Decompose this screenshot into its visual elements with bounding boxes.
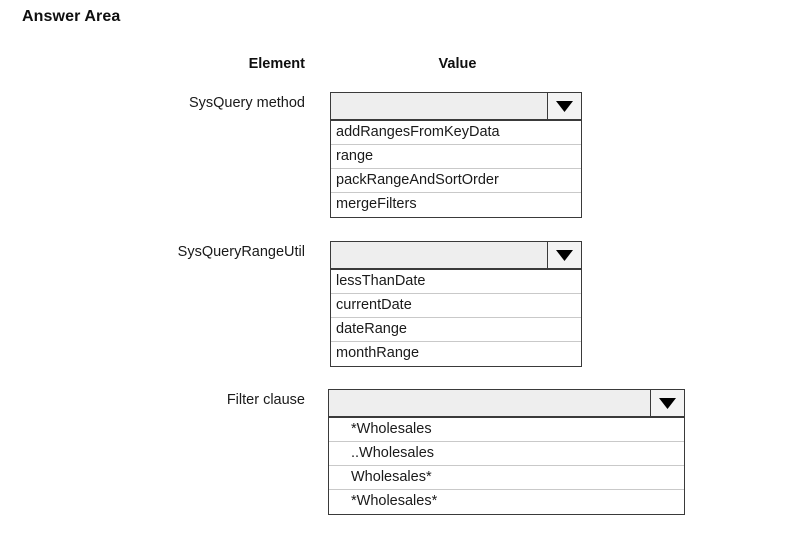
option-item[interactable]: monthRange (331, 342, 581, 366)
dropdown-sysqueryrangeutil[interactable] (330, 241, 582, 269)
chevron-down-icon[interactable] (547, 242, 581, 268)
dropdown-filter-clause-options[interactable]: *Wholesales ..Wholesales Wholesales* *Wh… (328, 417, 685, 515)
option-item[interactable]: currentDate (331, 294, 581, 318)
dropdown-sysquery-method[interactable] (330, 92, 582, 120)
option-item[interactable]: *Wholesales* (329, 490, 684, 514)
option-item[interactable]: Wholesales* (329, 466, 684, 490)
chevron-down-icon[interactable] (547, 93, 581, 119)
page-title: Answer Area (22, 8, 121, 25)
dropdown-filter-clause[interactable] (328, 389, 685, 417)
option-item[interactable]: addRangesFromKeyData (331, 121, 581, 145)
dropdown-sysquery-method-options[interactable]: addRangesFromKeyData range packRangeAndS… (330, 120, 582, 218)
option-item[interactable]: *Wholesales (329, 418, 684, 442)
option-item[interactable]: ..Wholesales (329, 442, 684, 466)
field-label-sysqueryrangeutil: SysQueryRangeUtil (177, 244, 305, 260)
option-item[interactable]: lessThanDate (331, 270, 581, 294)
field-label-filter-clause: Filter clause (226, 392, 305, 408)
chevron-down-icon[interactable] (650, 390, 684, 416)
field-label-sysquery-method: SysQuery method (188, 95, 305, 111)
dropdown-sysquery-method-value (331, 93, 547, 119)
option-item[interactable]: packRangeAndSortOrder (331, 169, 581, 193)
option-item[interactable]: dateRange (331, 318, 581, 342)
dropdown-filter-clause-value (329, 390, 650, 416)
dropdown-sysqueryrangeutil-options[interactable]: lessThanDate currentDate dateRange month… (330, 269, 582, 367)
column-header-value: Value (438, 56, 477, 72)
dropdown-sysqueryrangeutil-value (331, 242, 547, 268)
column-header-element: Element (248, 56, 305, 72)
option-item[interactable]: mergeFilters (331, 193, 581, 217)
option-item[interactable]: range (331, 145, 581, 169)
